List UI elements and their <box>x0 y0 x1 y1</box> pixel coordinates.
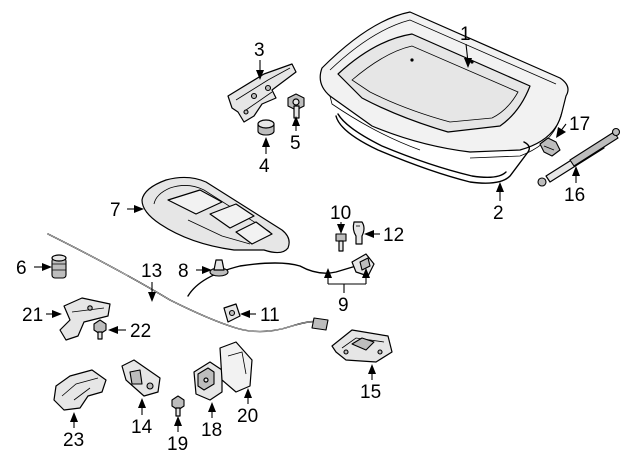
callout-14: 14 <box>131 417 153 438</box>
callout-5: 5 <box>290 133 301 154</box>
release-lever <box>121 359 161 397</box>
hinge-bolt <box>287 93 305 119</box>
callout-18: 18 <box>201 420 222 441</box>
hood-insulator <box>141 176 290 254</box>
callout-16: 16 <box>564 185 585 206</box>
support-clip <box>539 137 561 157</box>
lock-striker <box>59 297 111 341</box>
mounting-bracket <box>193 361 223 401</box>
bumper-stop <box>51 254 67 279</box>
callout-3: 3 <box>254 40 265 61</box>
release-handle <box>352 221 365 245</box>
callout-7: 7 <box>110 200 121 221</box>
callout-19: 19 <box>167 434 188 455</box>
push-clip <box>209 259 229 277</box>
callout-1: 1 <box>460 24 471 45</box>
callout-23: 23 <box>63 430 84 451</box>
hood-panel <box>319 11 569 159</box>
hood-latch <box>331 329 393 363</box>
callout-12: 12 <box>383 225 404 246</box>
callout-13: 13 <box>141 261 162 282</box>
leader-lines <box>34 43 580 432</box>
release-cable <box>187 253 375 297</box>
callout-4: 4 <box>259 156 270 177</box>
callout-6: 6 <box>16 258 27 279</box>
callout-17: 17 <box>569 114 590 135</box>
callout-11: 11 <box>260 305 280 326</box>
callout-22: 22 <box>130 321 151 342</box>
callout-9: 9 <box>338 295 349 316</box>
main-release-cable <box>47 233 329 333</box>
release-bolt <box>335 233 347 252</box>
callout-15: 15 <box>360 382 381 403</box>
striker-bolt <box>93 319 107 340</box>
lever-bolt <box>171 395 185 417</box>
bracket-plate <box>219 341 253 393</box>
callout-8: 8 <box>178 261 189 282</box>
hood-hinge <box>227 63 297 123</box>
cable-clip <box>223 303 241 323</box>
lift-support <box>537 127 621 187</box>
latch-bracket <box>53 369 107 411</box>
callout-20: 20 <box>237 406 258 427</box>
callout-10: 10 <box>330 203 351 224</box>
callout-2: 2 <box>493 203 504 224</box>
callout-21: 21 <box>22 305 43 326</box>
hood-bumper <box>257 119 275 136</box>
hood-seal <box>335 113 531 184</box>
callout-labels: 1 2 3 4 5 6 7 8 9 10 11 12 13 14 15 16 1… <box>16 24 590 455</box>
